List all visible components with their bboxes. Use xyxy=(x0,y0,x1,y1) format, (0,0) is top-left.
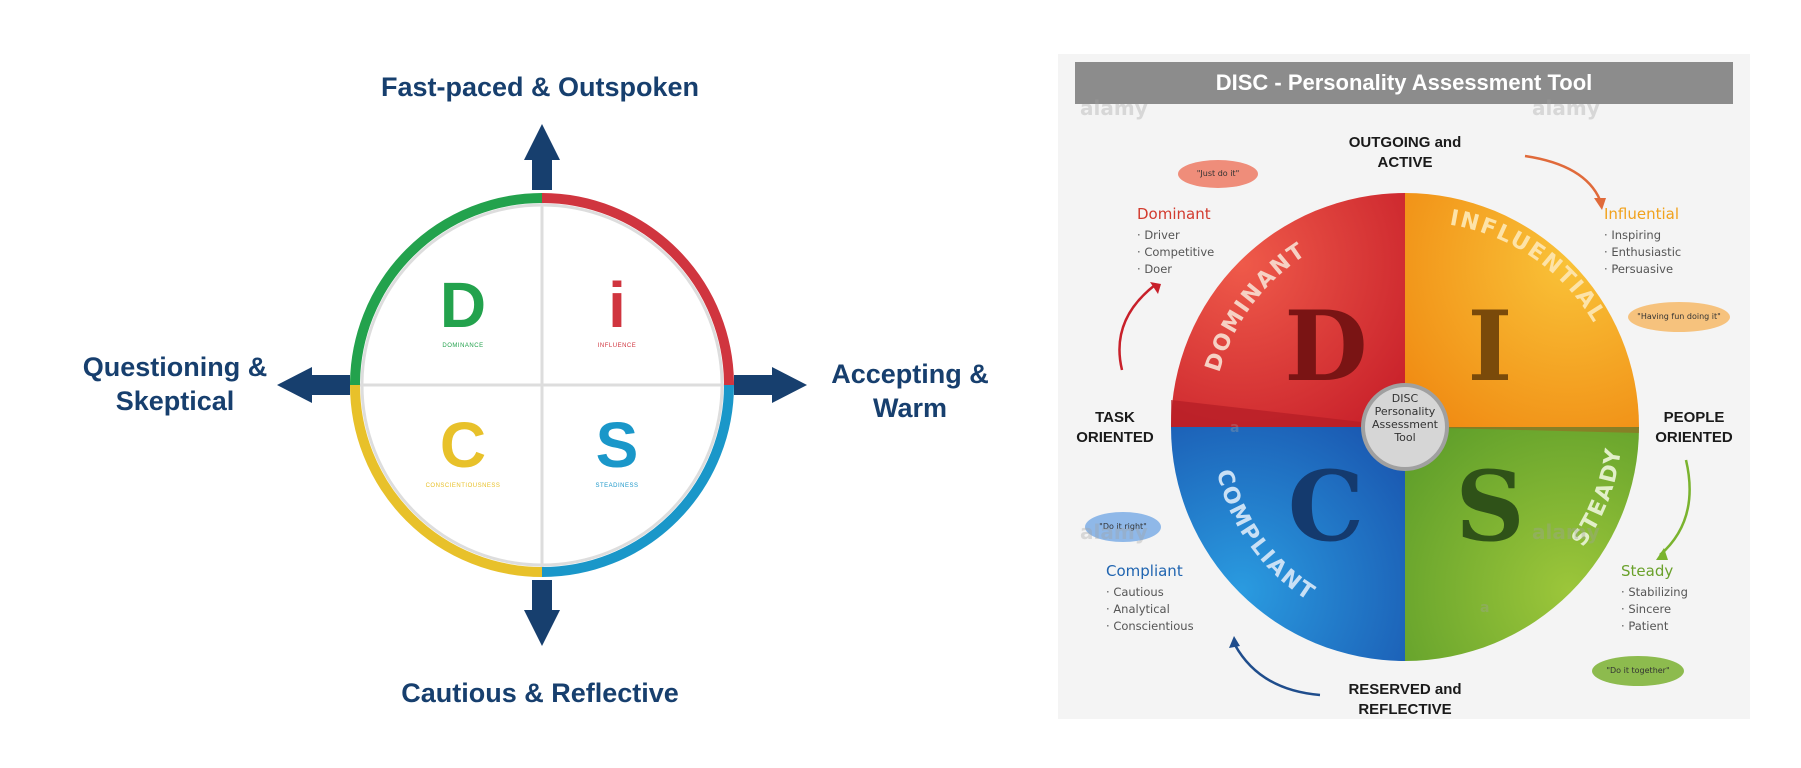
quadrant-letter-d: D xyxy=(439,269,487,341)
arrow-left-icon xyxy=(277,367,350,403)
quadrant-sub-c: CONSCIENTIOUSNESS xyxy=(425,483,501,489)
trait-name-influential: Influential xyxy=(1604,205,1680,223)
trait-name-dominant: Dominant xyxy=(1137,205,1211,223)
bottom-axis-label: Cautious & Reflective xyxy=(401,678,679,708)
watermark: alamy xyxy=(1532,96,1600,120)
segment-compliant xyxy=(1171,427,1405,661)
trait-name-steady: Steady xyxy=(1621,562,1674,580)
trait-item: Analytical xyxy=(1106,601,1194,618)
curved-arrow-icon xyxy=(1118,284,1156,371)
trait-item: Inspiring xyxy=(1604,227,1681,244)
trait-item: Conscientious xyxy=(1106,618,1193,635)
direction-top: OUTGOING and ACTIVE xyxy=(1348,134,1462,171)
trait-item: Sincere xyxy=(1621,601,1688,618)
curved-arrow-icon xyxy=(1233,644,1321,697)
left-axis-label: Questioning & Skeptical xyxy=(82,352,268,416)
motto-bubble-steady: "Do it together" xyxy=(1592,656,1684,686)
direction-left: TASK ORIENTED xyxy=(1076,409,1154,446)
letter-d: D xyxy=(1284,290,1367,403)
arrow-right-icon xyxy=(734,367,807,403)
letter-s: S xyxy=(1455,450,1524,563)
swirl-accent xyxy=(1171,400,1405,427)
arrow-up-icon xyxy=(524,124,560,190)
disc-circle-graphic xyxy=(277,124,807,646)
quadrant-sub-d: DOMINANCE xyxy=(442,343,484,349)
arrow-down-icon xyxy=(524,580,560,646)
watermark: alamy xyxy=(1080,96,1148,120)
trait-list-steady: Stabilizing Sincere Patient xyxy=(1621,584,1688,635)
dominance-arc xyxy=(350,193,543,386)
trait-item: Persuasive xyxy=(1604,261,1681,278)
watermark-letter: a xyxy=(1480,600,1490,616)
curved-arrow-icon xyxy=(1524,154,1602,201)
letter-c: C xyxy=(1288,450,1364,563)
cycle-arrows xyxy=(1118,154,1691,697)
steadiness-arc xyxy=(541,384,734,577)
watermark: alamy xyxy=(1532,520,1600,544)
trait-item: Stabilizing xyxy=(1621,584,1688,601)
quadrant-sub-i: INFLUENCE xyxy=(597,343,637,349)
direction-right: PEOPLE ORIENTED xyxy=(1655,409,1733,446)
right-axis-label: Accepting & Warm xyxy=(831,359,989,423)
center-disc xyxy=(1361,383,1449,471)
segment-dominant xyxy=(1171,193,1405,427)
curved-arrow-icon xyxy=(1659,459,1691,556)
trait-item: Doer xyxy=(1137,261,1214,278)
conscientiousness-arc xyxy=(350,384,543,577)
trait-item: Competitive xyxy=(1137,244,1214,261)
influence-arc xyxy=(541,193,734,386)
motto-bubble-compliant: "Do it right" xyxy=(1085,512,1161,542)
trait-list-dominant: Driver Competitive Doer xyxy=(1137,227,1214,278)
center-label: DISC Personality Assessment Tool xyxy=(1372,392,1438,444)
trait-item: Cautious xyxy=(1106,584,1194,601)
quadrant-letter-c: C xyxy=(439,409,487,481)
trait-list-compliant: Cautious Analytical Conscientious xyxy=(1106,584,1194,635)
trait-name-compliant: Compliant xyxy=(1106,562,1183,580)
letter-i: I xyxy=(1468,290,1513,403)
segment-steady xyxy=(1405,427,1639,661)
inner-ring xyxy=(360,203,724,567)
watermark: alamy xyxy=(1080,520,1148,544)
trait-item: Enthusiastic xyxy=(1604,244,1681,261)
top-axis-label: Fast-paced & Outspoken xyxy=(380,72,700,102)
direction-bottom: RESERVED and REFLECTIVE xyxy=(1348,681,1462,718)
motto-bubble-dominant: "Just do it" xyxy=(1178,160,1258,188)
watermark-letter: a xyxy=(1230,420,1240,436)
quadrant-letter-s: S xyxy=(595,409,639,481)
trait-item: Driver xyxy=(1137,227,1214,244)
trait-item: Patient xyxy=(1621,618,1688,635)
swirl-accent xyxy=(1405,427,1639,433)
segment-influential xyxy=(1405,193,1639,427)
motto-bubble-influential: "Having fun doing it" xyxy=(1628,302,1730,332)
panel-title: DISC - Personality Assessment Tool xyxy=(1075,62,1733,104)
trait-list-influential: Inspiring Enthusiastic Persuasive xyxy=(1604,227,1681,278)
quadrant-sub-s: STEADINESS xyxy=(595,483,639,489)
quadrant-letter-i: i xyxy=(608,269,626,341)
